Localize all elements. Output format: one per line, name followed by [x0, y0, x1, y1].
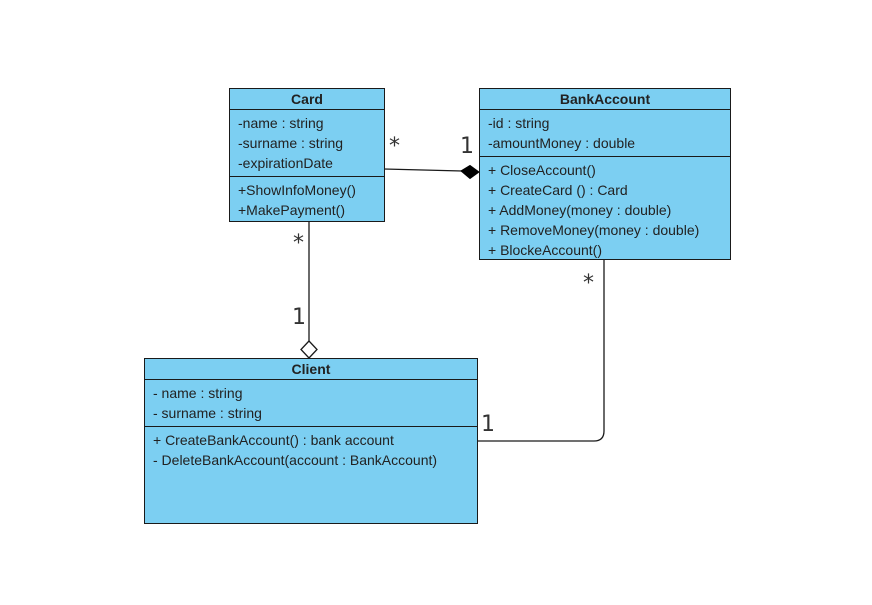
operation: +ShowInfoMoney() — [238, 182, 356, 198]
attribute: -id : string — [488, 115, 550, 131]
operation: + BlockeAccount() — [488, 242, 602, 258]
multiplicity-bankaccount-association: * — [583, 271, 594, 296]
composition-diamond — [460, 164, 480, 180]
operations-compartment: + CreateBankAccount() : bank account - D… — [145, 427, 477, 473]
attribute: -expirationDate — [238, 155, 333, 171]
operation: +MakePayment() — [238, 202, 345, 218]
association-line-bankaccount-client — [478, 260, 605, 442]
attributes-compartment: -name : string -surname : string -expira… — [230, 110, 384, 177]
operation: + CloseAccount() — [488, 162, 596, 178]
operations-compartment: + CloseAccount() + CreateCard () : Card … — [480, 157, 730, 263]
multiplicity-card-composition: * — [389, 134, 400, 159]
attributes-compartment: - name : string - surname : string — [145, 380, 477, 427]
attribute: - surname : string — [153, 405, 262, 421]
class-name: Card — [230, 89, 384, 110]
operation: + CreateCard () : Card — [488, 182, 628, 198]
operation: + AddMoney(money : double) — [488, 202, 672, 218]
attribute: - name : string — [153, 385, 243, 401]
operation: - DeleteBankAccount(account : BankAccoun… — [153, 452, 438, 468]
multiplicity-bankaccount-composition: 1 — [460, 134, 474, 159]
attributes-compartment: -id : string -amountMoney : double — [480, 110, 730, 157]
class-client[interactable]: Client - name : string - surname : strin… — [144, 358, 478, 524]
class-name: Client — [145, 359, 477, 380]
attribute: -amountMoney : double — [488, 135, 636, 151]
operation: + RemoveMoney(money : double) — [488, 222, 700, 238]
composition-line-card-bankaccount — [383, 168, 463, 172]
class-bankaccount[interactable]: BankAccount -id : string -amountMoney : … — [479, 88, 731, 260]
multiplicity-client-aggregation: 1 — [292, 305, 306, 330]
attribute: -name : string — [238, 115, 324, 131]
class-name: BankAccount — [480, 89, 730, 110]
class-card[interactable]: Card -name : string -surname : string -e… — [229, 88, 385, 222]
aggregation-diamond — [300, 340, 318, 359]
multiplicity-card-aggregation: * — [293, 231, 304, 256]
operations-compartment: +ShowInfoMoney() +MakePayment() — [230, 177, 384, 223]
attribute: -surname : string — [238, 135, 344, 151]
multiplicity-client-association: 1 — [481, 412, 495, 437]
operation: + CreateBankAccount() : bank account — [153, 432, 394, 448]
